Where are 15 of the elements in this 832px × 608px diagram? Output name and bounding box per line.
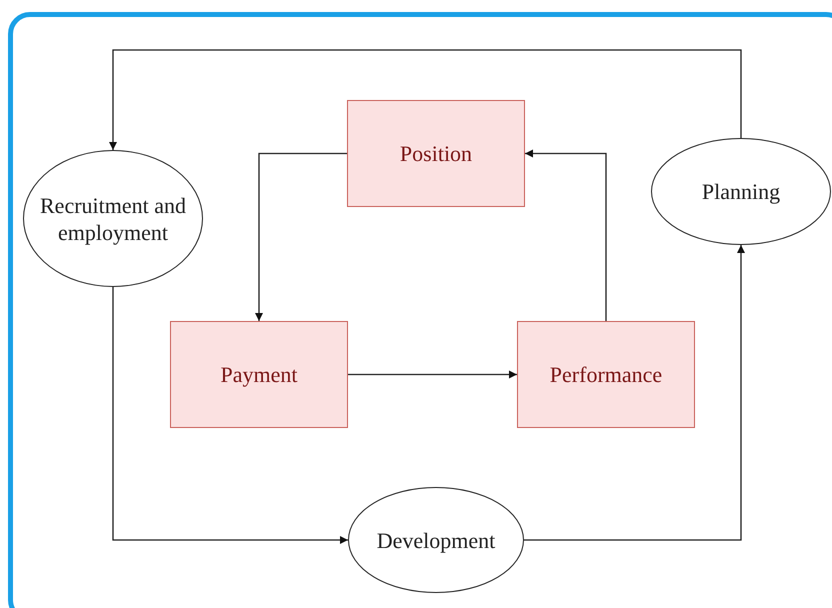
arrow: [525, 150, 607, 321]
arrow: [524, 245, 745, 541]
process-box: [347, 100, 525, 207]
arrow: [109, 49, 742, 150]
arrow: [112, 287, 348, 544]
arrow: [255, 152, 347, 321]
process-box: [170, 321, 348, 428]
process-box: [517, 321, 695, 428]
node-label: Payment: [220, 361, 298, 388]
node-label: Planning: [702, 178, 780, 205]
arrow: [348, 370, 517, 378]
node-label: Performance: [550, 361, 662, 388]
node-label: Recruitment and employment: [40, 192, 186, 246]
node-label: Position: [400, 140, 472, 167]
node-label: Development: [376, 526, 496, 554]
